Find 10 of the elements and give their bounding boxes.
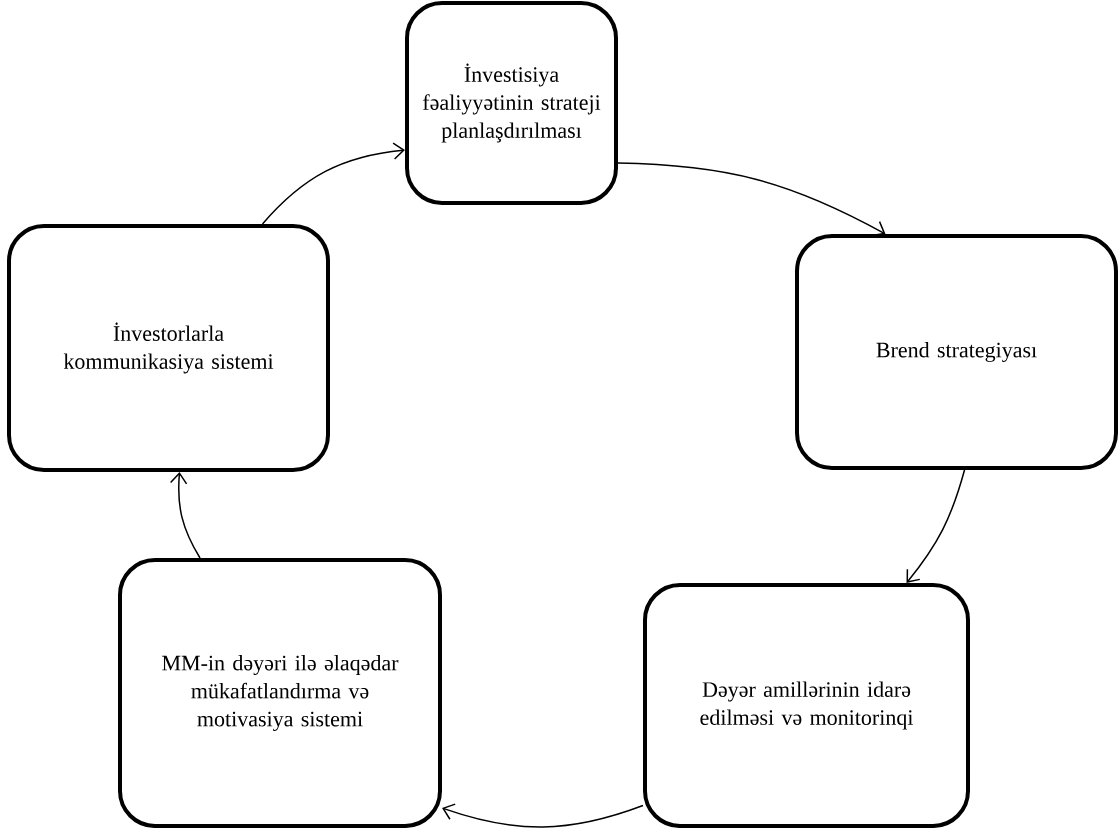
process-box: İnvestorlarla kommunikasiya sistemi — [7, 224, 330, 472]
process-box: Dəyər amillərinin idarə edilməsi və monitorinqi — [643, 583, 970, 828]
process-box: MM-in dəyəri ilə əlaqədar mükafatlandırma və motivasiya sistemi — [118, 558, 442, 828]
process-box: Brend strategiyası — [795, 234, 1118, 470]
arrow — [617, 162, 886, 237]
arrow — [169, 472, 201, 559]
arrow — [906, 469, 966, 583]
arrow — [261, 142, 405, 225]
process-box: İnvestisiya fəaliyyətinin strateji planlaşdırılması — [405, 1, 618, 205]
arrow — [442, 803, 644, 828]
